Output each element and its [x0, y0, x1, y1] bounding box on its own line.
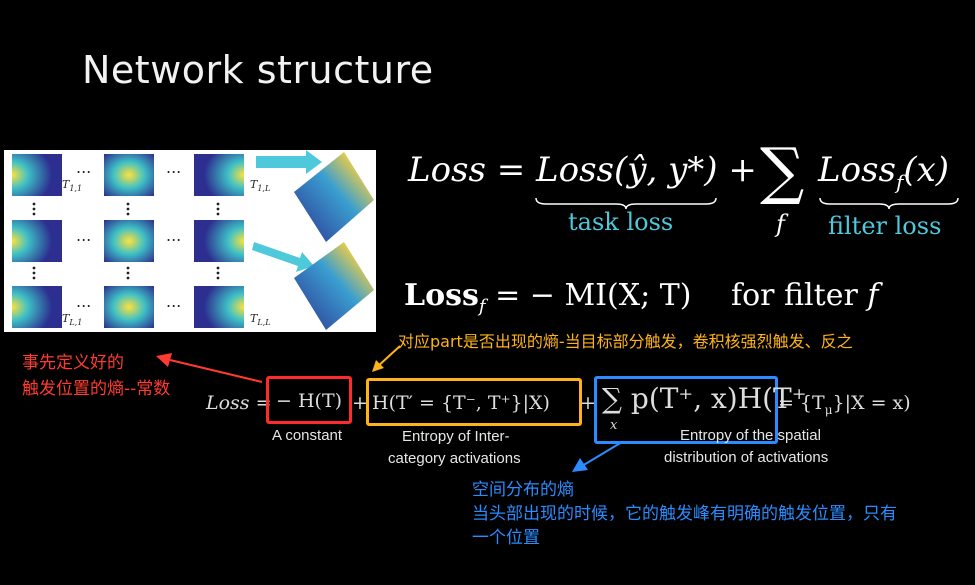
spatial-term-tail: = {Tμ}|X = x): [778, 392, 911, 417]
sum-symbol: ∑: [760, 134, 805, 207]
template-label-1-L: T1,L: [250, 178, 271, 194]
horizontal-dots: ...: [166, 226, 182, 245]
filter-loss-definition: Lossf = − MI(X; T) for filter f: [404, 278, 879, 317]
horizontal-dots: ...: [166, 292, 182, 311]
spatial-label-2: distribution of activations: [664, 449, 829, 466]
template-grid-image: [12, 150, 374, 330]
inter-category-term: H(T′ = {T⁻, T⁺}|X): [372, 392, 550, 414]
part-entropy-annotation: 对应part是否出现的熵-当目标部分触发，卷积核强烈触发、反之: [398, 332, 853, 351]
spatial-term-box: [594, 376, 778, 444]
spatial-term: ∑ p(T⁺, x)H(T⁺: [602, 382, 807, 415]
horizontal-dots: ...: [76, 158, 92, 177]
plus-sign: +: [352, 392, 368, 414]
horizontal-dots: ...: [166, 158, 182, 177]
loss-equation: Loss = Loss(ŷ, y*) +: [408, 150, 757, 190]
constant-annotation: 事先定义好的 触发位置的熵--常数: [22, 353, 171, 399]
horizontal-dots: ...: [76, 292, 92, 311]
expanded-loss-equation: Loss =: [206, 392, 272, 414]
spatial-label: Entropy of the spatial: [680, 427, 821, 444]
spatial-sum-subscript: x: [610, 418, 618, 433]
constant-label: A constant: [272, 427, 343, 444]
loss-equation-main: Loss = Loss(ŷ, y*) +: [408, 150, 757, 190]
red-arrow: [156, 353, 263, 383]
orange-arrow: [372, 345, 401, 372]
template-label-L-1: TL,1: [62, 312, 83, 328]
template-label-L-L: TL,L: [250, 312, 271, 328]
template-figure: ... ... ... ... ... ... T1,1 T1,L TL,1 T…: [4, 150, 376, 332]
slide-title: Network structure: [82, 48, 434, 92]
task-loss-brace: [535, 197, 717, 210]
filter-loss-term: Lossf(x): [818, 150, 950, 194]
spatial-entropy-annotation: 空间分布的熵 当头部出现的时候，它的触发峰有明确的触发位置，只有 一个位置: [472, 480, 897, 548]
template-label-1-1: T1,1: [62, 178, 83, 194]
constant-term: − H(T): [276, 390, 343, 412]
plus-sign: +: [580, 392, 596, 414]
inter-category-label: Entropy of Inter-: [402, 428, 510, 445]
filter-loss-label: filter loss: [828, 212, 942, 240]
filter-loss-brace: [819, 197, 959, 210]
inter-category-label-2: category activations: [388, 450, 521, 467]
inter-category-term-box: [366, 378, 582, 426]
horizontal-dots: ...: [76, 226, 92, 245]
sum-subscript: f: [776, 210, 785, 238]
blue-arrow: [572, 441, 623, 472]
task-loss-label: task loss: [568, 208, 674, 236]
constant-term-box: [266, 376, 352, 424]
